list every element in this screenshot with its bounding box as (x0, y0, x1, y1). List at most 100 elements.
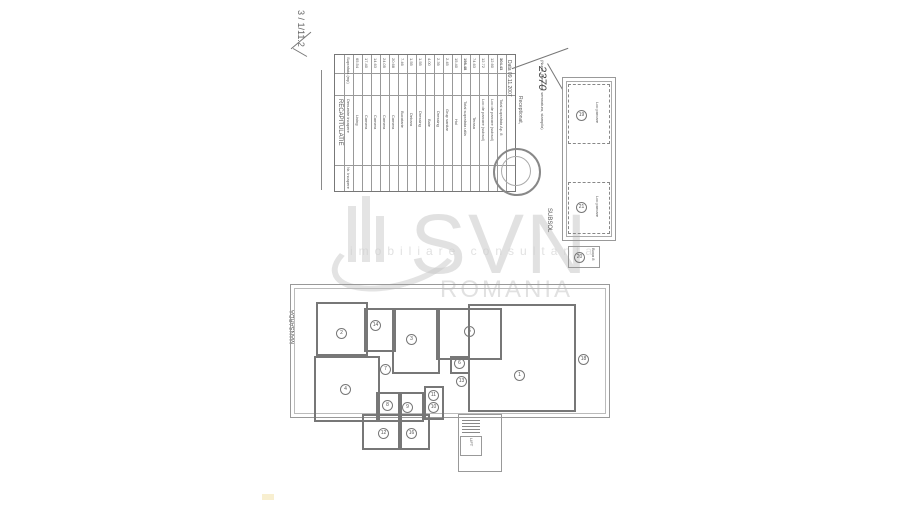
room-number-12: 12 (378, 428, 389, 439)
margin-line (321, 70, 322, 190)
table-header-area: Suprafata (mp) (346, 57, 351, 84)
table-cell-name: Living (355, 115, 360, 126)
table-col-line (479, 55, 480, 191)
room-3 (392, 308, 440, 374)
table-cell-area: 1.55 (418, 58, 423, 66)
table-col-line (470, 55, 471, 191)
table-cell-total: 304.43 (499, 58, 504, 71)
table-cell-area: 15.40 (454, 58, 459, 69)
table-cell-area: 14.63 (373, 58, 378, 69)
watermark-logo-bar (348, 206, 356, 262)
table-cell-area: 2.45 (445, 58, 450, 66)
terrace-outline (290, 284, 610, 418)
room-2 (316, 302, 368, 356)
table-cell-area: 17.40 (364, 58, 369, 69)
table-col-line (380, 55, 381, 191)
table-cell-area: 24.05 (382, 58, 387, 69)
table-cell-area: 74.63 (472, 58, 477, 69)
room-number-1: 1 (514, 370, 525, 381)
table-cell-area: 20.68 (391, 58, 396, 69)
room-16 (398, 414, 430, 450)
handwriting-mark (292, 48, 308, 57)
room-number-4: 4 (340, 384, 351, 395)
table-cell-area: 1.55 (409, 58, 414, 66)
table-cell-total-label: Total suprafata Ap. 8 (499, 99, 504, 136)
watermark-tagline: imobiliare consultanta (350, 244, 599, 258)
table-cell-area: 4.00 (427, 58, 432, 66)
table-cell-name: Camera (391, 115, 396, 130)
table-cell-total: 198.48 (463, 58, 468, 71)
table-cell-area: 12.72 (481, 58, 486, 69)
recapitulation-table: RECAPITULATIE Nr. Incapere Denumire inca… (334, 54, 516, 192)
table-col-line (506, 55, 507, 191)
room-number-11: 11 (428, 390, 439, 401)
room-8 (376, 392, 402, 422)
table-col-line (452, 55, 453, 191)
stair-block (458, 414, 502, 472)
terrace-inner (294, 288, 606, 414)
table-cell-name: Hol (454, 119, 459, 126)
table-cell-name: Terasa (472, 117, 477, 130)
handwritten-code: 2370 (536, 66, 548, 91)
room-4 (314, 356, 380, 422)
table-col-line (461, 55, 462, 191)
room-number-13: 13 (456, 376, 467, 387)
stairs (462, 418, 480, 433)
parking-space-21 (568, 182, 610, 234)
table-col-line (371, 55, 372, 191)
room-number-7: 7 (380, 364, 391, 375)
basement-inner (566, 81, 612, 237)
room-number-9: 9 (402, 402, 413, 413)
table-cell-area: 65.54 (355, 58, 360, 69)
room-number-8: 8 (382, 400, 393, 411)
room-9 (398, 392, 424, 422)
lift-shaft (460, 436, 482, 456)
basement-label: SUBSOL (546, 208, 552, 233)
parking-label-21: Loc parcare (595, 196, 600, 218)
table-cell-name: Bucatarie (400, 111, 405, 128)
parking-label-19: Loc parcare (595, 102, 600, 124)
room-11 (424, 386, 444, 420)
watermark-logo-bar (376, 216, 384, 262)
room-number-2: 2 (336, 328, 347, 339)
room-number-14: 14 (370, 320, 381, 331)
table-cell-name: Camera (373, 115, 378, 130)
room-number-6: 6 (454, 358, 465, 369)
room-number-18: 18 (578, 354, 589, 365)
watermark-sub: ROMANIA (440, 276, 574, 303)
table-header-name: Denumire incapere (346, 99, 351, 133)
date-value: 09.11.2007 (506, 71, 512, 97)
room-number-21: 21 (576, 202, 587, 213)
table-col-line (362, 55, 363, 191)
table-cell-name: Camera (382, 115, 387, 130)
table-col-line (389, 55, 390, 191)
room-number-20: 20 (574, 252, 585, 263)
table-cell-name: Loc de parcare (subsol) (490, 99, 495, 142)
official-stamp (493, 148, 541, 196)
table-col-line (434, 55, 435, 191)
room-number-19: 19 (576, 110, 587, 121)
table-cell-total-label: Total suprafata utila (463, 101, 468, 136)
table-col-line (497, 55, 498, 191)
paper-stain (262, 494, 274, 500)
table-header-nr: Nr. Incapere (346, 167, 351, 189)
storage-label: Boxa 8 (591, 248, 596, 261)
table-cell-name: Dressing (418, 111, 423, 127)
parking-space-19 (568, 84, 610, 144)
table-cell-area: 7.46 (400, 58, 405, 66)
lift-label: LIFT (469, 438, 474, 447)
table-cell-name: Debara (409, 113, 414, 127)
table-col-line (425, 55, 426, 191)
table-col-line (416, 55, 417, 191)
room-number-10: 10 (428, 402, 439, 413)
table-cell-name: Grup sanitar (445, 109, 450, 132)
room-12 (362, 414, 402, 450)
table-col-line (443, 55, 444, 191)
table-title: RECAPITULATIE (337, 99, 343, 146)
room-1-living (468, 304, 576, 412)
watermark-logo-bar (362, 196, 370, 262)
table-cell-area: 12.60 (490, 58, 495, 69)
table-col-line (353, 55, 354, 191)
watermark-brand: SVN (410, 197, 589, 291)
